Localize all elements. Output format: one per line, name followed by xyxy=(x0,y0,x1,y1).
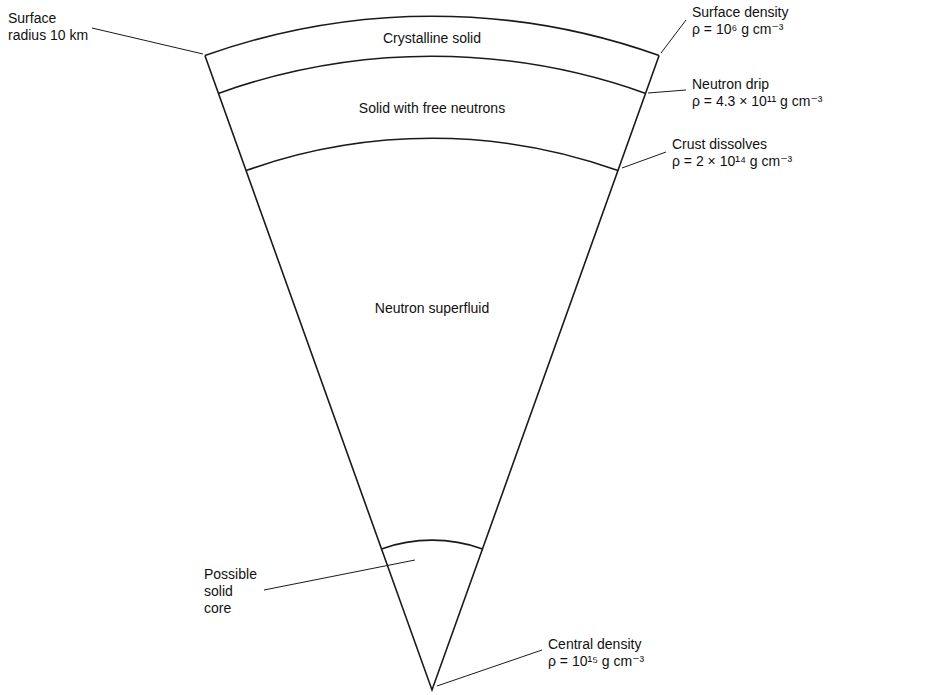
boundary-label: Neutron drip xyxy=(692,76,769,93)
density-value: ρ = 2 × 10¹⁴ g cm⁻³ xyxy=(672,153,792,170)
leader-line xyxy=(264,560,415,590)
leader-line xyxy=(661,20,686,53)
leader-line xyxy=(622,152,666,168)
neutron-drip-arc xyxy=(218,56,645,93)
surface-arc xyxy=(205,16,659,55)
boundary-label: Central density xyxy=(548,636,641,653)
crust-dissolves-arc xyxy=(246,138,618,170)
boundary-label: Surface density xyxy=(692,4,789,21)
density-value: ρ = 4.3 × 10¹¹ g cm⁻³ xyxy=(692,93,823,110)
boundary-label: Crust dissolves xyxy=(672,136,767,153)
wedge-sides xyxy=(205,56,659,690)
layer-name: Solid with free neutrons xyxy=(359,100,505,117)
core-label: Possible solid core xyxy=(204,566,260,617)
leader-line xyxy=(648,90,686,93)
density-value: ρ = 10⁶ g cm⁻³ xyxy=(692,21,784,38)
leader-line xyxy=(92,28,203,54)
density-value: ρ = 10¹⁵ g cm⁻³ xyxy=(548,653,644,670)
leader-line xyxy=(437,650,542,686)
layer-name: Crystalline solid xyxy=(383,30,481,47)
core-arc xyxy=(382,540,483,549)
layer-name: Neutron superfluid xyxy=(375,300,489,317)
radius-label: Surface radius 10 km xyxy=(8,10,94,44)
